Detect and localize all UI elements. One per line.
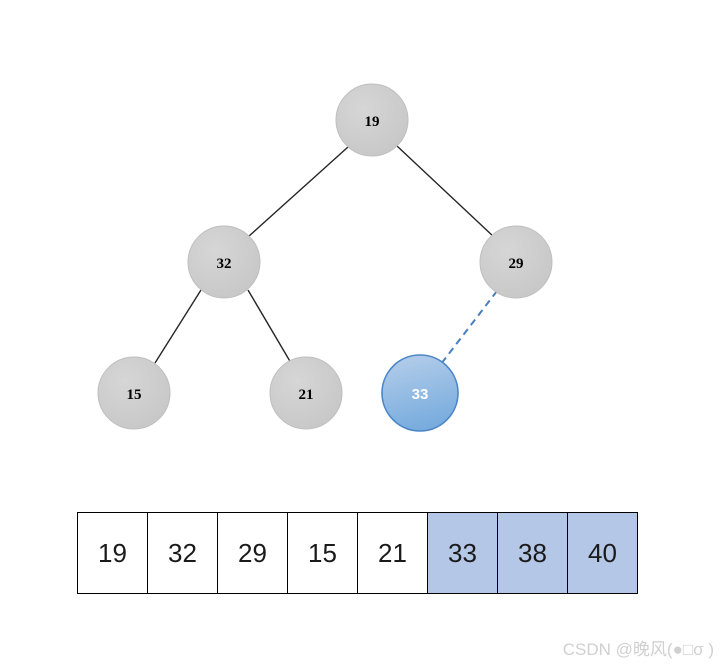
edge-19-29 xyxy=(396,145,495,238)
heap-array-table: 19 32 29 15 21 33 38 40 xyxy=(77,512,638,594)
edge-29-33-dashed xyxy=(440,290,498,365)
array-cell-3[interactable]: 15 xyxy=(287,512,358,594)
table-row: 19 32 29 15 21 33 38 40 xyxy=(77,512,638,594)
binary-tree-graphic: 19 32 29 15 21 33 xyxy=(97,83,553,432)
edge-32-21 xyxy=(247,289,292,364)
tree-node-29-label: 29 xyxy=(509,256,524,272)
tree-node-33-highlighted[interactable]: 33 xyxy=(381,354,459,432)
tree-node-15-label: 15 xyxy=(127,387,142,403)
tree-node-33-label: 33 xyxy=(412,386,429,403)
tree-node-19[interactable]: 19 xyxy=(335,83,409,157)
array-cell-5[interactable]: 33 xyxy=(427,512,498,594)
tree-edges xyxy=(154,145,498,365)
tree-node-19-label: 19 xyxy=(365,114,380,130)
tree-node-15[interactable]: 15 xyxy=(97,356,171,430)
csdn-watermark: CSDN @晚风(●□σ ) xyxy=(562,640,714,659)
tree-node-21-label: 21 xyxy=(299,387,314,403)
tree-node-32[interactable]: 32 xyxy=(187,225,261,299)
edge-19-32 xyxy=(247,146,349,238)
array-cell-1[interactable]: 32 xyxy=(147,512,218,594)
array-cell-7[interactable]: 40 xyxy=(567,512,638,594)
array-cell-2[interactable]: 29 xyxy=(217,512,288,594)
tree-node-29[interactable]: 29 xyxy=(479,225,553,299)
edge-32-15 xyxy=(154,289,202,364)
tree-node-32-label: 32 xyxy=(217,256,232,272)
array-cell-6[interactable]: 38 xyxy=(497,512,568,594)
array-cell-4[interactable]: 21 xyxy=(357,512,428,594)
array-cell-0[interactable]: 19 xyxy=(77,512,148,594)
tree-node-21[interactable]: 21 xyxy=(269,356,343,430)
